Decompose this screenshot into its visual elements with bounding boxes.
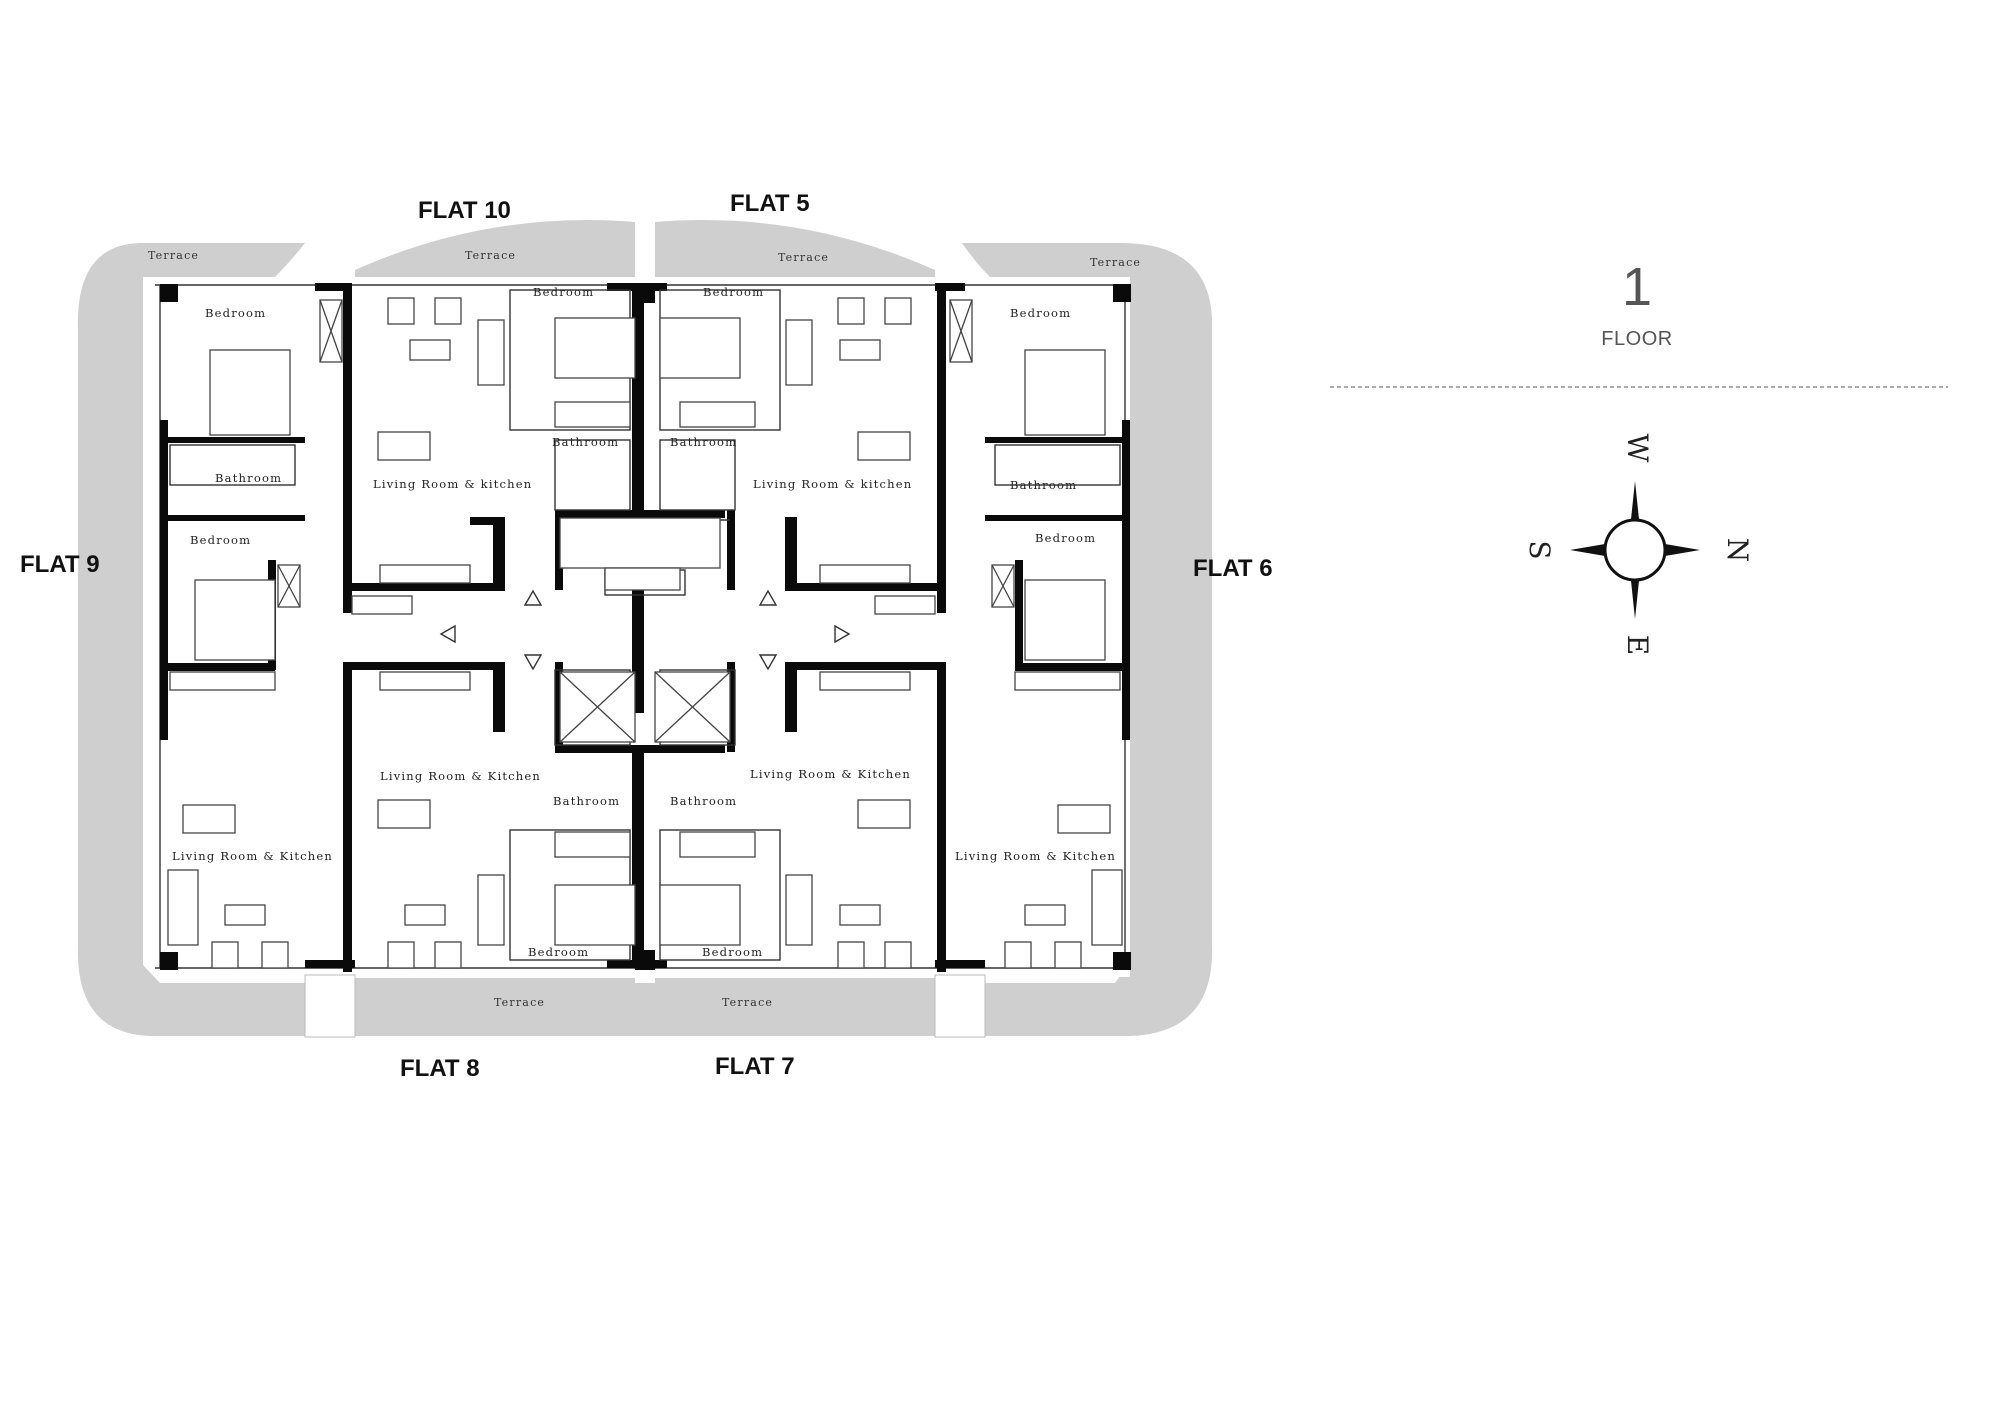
room-labels: Bedroom Bathroom Bedroom Living Room & K… xyxy=(172,285,1116,959)
terrace-area xyxy=(77,220,1213,1036)
bathroom-label-flat10: Bathroom xyxy=(552,435,619,449)
compass-east: E xyxy=(1621,635,1654,655)
living-label-flat6: Living Room & Kitchen xyxy=(955,849,1116,863)
bedroom-label-flat9-upper: Bedroom xyxy=(205,306,266,320)
living-label-flat5: Living Room & kitchen xyxy=(753,477,912,491)
flat-7-label: FLAT 7 xyxy=(715,1053,795,1080)
compass-north: N xyxy=(1721,538,1754,563)
terrace-label-ne: Terrace xyxy=(1090,256,1141,269)
living-label-flat9: Living Room & Kitchen xyxy=(172,849,333,863)
bedroom-label-flat7: Bedroom xyxy=(702,945,763,959)
bathroom-label-flat5: Bathroom xyxy=(670,435,737,449)
bathroom-label-flat7: Bathroom xyxy=(670,794,737,808)
bathroom-label-flat9: Bathroom xyxy=(215,471,282,485)
flat-5-label: FLAT 5 xyxy=(730,190,810,217)
flat-9-label: FLAT 9 xyxy=(20,551,100,578)
living-label-flat7: Living Room & Kitchen xyxy=(750,767,911,781)
flat-labels: FLAT 10 FLAT 5 FLAT 9 FLAT 6 FLAT 8 FLAT… xyxy=(20,190,1273,1082)
bedroom-label-flat6-upper: Bedroom xyxy=(1010,306,1071,320)
bedroom-label-flat8: Bedroom xyxy=(528,945,589,959)
walls xyxy=(160,283,1131,972)
floor-number: 1 xyxy=(1622,257,1652,317)
terrace-label-n2: Terrace xyxy=(778,251,829,264)
terrace-label-s1: Terrace xyxy=(494,996,545,1009)
bathroom-label-flat6: Bathroom xyxy=(1010,478,1077,492)
living-label-flat8: Living Room & Kitchen xyxy=(380,769,541,783)
terrace-labels: Terrace Terrace Terrace Terrace Terrace … xyxy=(148,249,1141,1009)
living-label-flat10: Living Room & kitchen xyxy=(373,477,532,491)
terrace-label-n1: Terrace xyxy=(465,249,516,262)
compass-rose-icon: W N S E xyxy=(1523,434,1754,656)
flat-8-label: FLAT 8 xyxy=(400,1055,480,1082)
flat-6-label: FLAT 6 xyxy=(1193,555,1273,582)
flat-10-label: FLAT 10 xyxy=(418,197,511,224)
compass-west: W xyxy=(1621,434,1654,463)
bedroom-label-flat6-lower: Bedroom xyxy=(1035,531,1096,545)
floor-word: FLOOR xyxy=(1601,328,1672,350)
compass-south: S xyxy=(1523,540,1556,559)
floor-indicator: 1 FLOOR xyxy=(1330,257,1948,388)
bedroom-label-flat9-lower: Bedroom xyxy=(190,533,251,547)
bedroom-label-flat5: Bedroom xyxy=(703,285,764,299)
furniture xyxy=(167,297,1123,969)
terrace-label-nw: Terrace xyxy=(148,249,199,262)
bedroom-label-flat10: Bedroom xyxy=(533,285,594,299)
terrace-label-s2: Terrace xyxy=(722,996,773,1009)
bathroom-label-flat8: Bathroom xyxy=(553,794,620,808)
